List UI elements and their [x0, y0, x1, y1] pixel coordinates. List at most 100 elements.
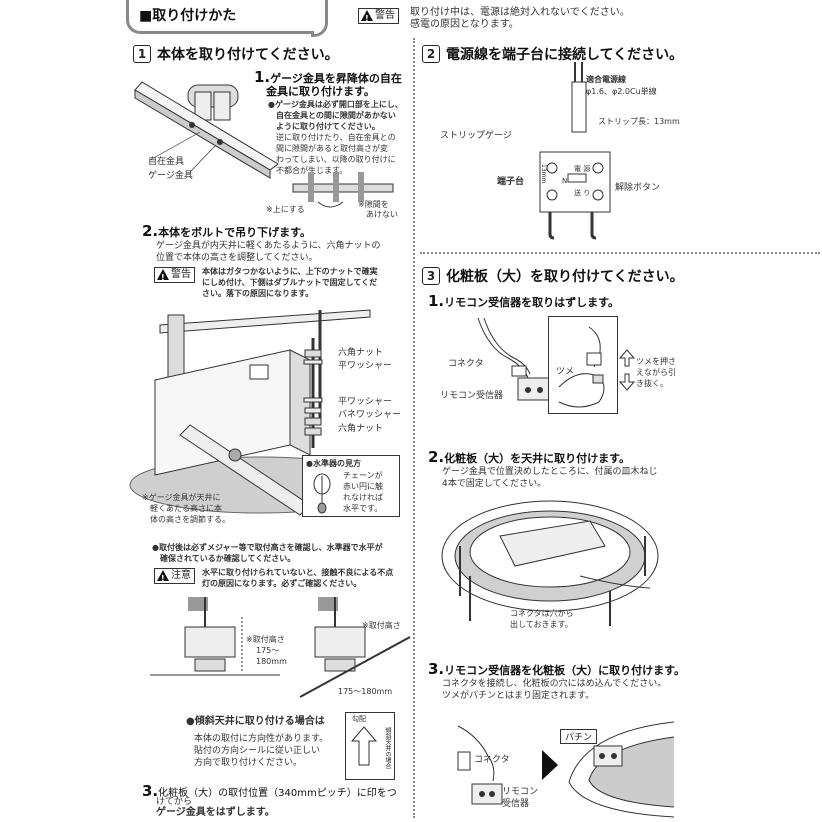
slope-text-1: 本体の取付に方向性があります。	[194, 734, 329, 744]
height-label-a: ※取付高さ	[246, 635, 285, 644]
connector-note-1: コネクタは穴から	[510, 609, 574, 618]
warning-icon	[361, 10, 373, 26]
s1-step2: 2.本体をボルトで吊り下げます。	[142, 222, 312, 240]
sticker-side: 傾斜天井の場合	[384, 727, 391, 769]
level-title: ●水準器の見方	[306, 459, 361, 468]
connector-note-2: 出しておきます。	[510, 620, 573, 629]
slope-title: ●傾斜天井に取り付ける場合は	[186, 716, 325, 727]
s1-warn-1: 本体はガタつかないように、上下のナットで確実	[202, 267, 378, 276]
caution-badge: 注意	[154, 568, 195, 586]
height-label-b: ※取付高さ	[362, 621, 401, 630]
wire-title: 適合電源線	[586, 75, 626, 84]
level-box: ●水準器の見方 チェーンが 赤い円に触 れなければ 水平です。	[302, 455, 400, 517]
section3-number: 3	[422, 267, 440, 285]
header-warning-badge: 警告	[358, 8, 399, 26]
receiver-installed-illustration	[568, 721, 675, 818]
bolt-nut-stack-illustration	[303, 338, 323, 448]
terminal-label: 端子台	[497, 177, 525, 187]
label-jizai: 自在金具	[148, 157, 185, 167]
term-2: N	[562, 177, 568, 185]
page-title: ■取り付けかた	[139, 8, 237, 24]
level-text-3: れなければ	[343, 493, 383, 502]
level-text-2: 赤い円に触	[343, 482, 383, 491]
gauge-note-3: 体の高さを調節する。	[150, 515, 230, 524]
hand-icon	[558, 326, 605, 408]
s1-step3-3: ゲージ金具をはずします。	[156, 807, 275, 818]
s3-step3: 3.リモコン受信器を化粧板（大）に取り付けます。	[428, 660, 686, 678]
s1-note-5: 間に隙間があると取付高さが変	[276, 144, 388, 153]
push-pull-arrows-icon	[618, 349, 636, 391]
warning-icon	[157, 269, 169, 285]
s3-step2-desc-1: ゲージ金具で位置決めしたところに、付属の皿木ねじ	[442, 467, 658, 477]
caution-1: 水平に取り付けられていないと、接触不良による不点	[202, 568, 394, 577]
after-note-1: ●取付後は必ずメジャー等で取付高さを確認し、水準器で水平が	[152, 543, 383, 552]
s1-warning-badge-label: 警告	[171, 269, 191, 280]
s1-step2-desc-1: ゲージ金具が内天井に軽くあたるように、六角ナットの	[156, 241, 381, 251]
gauge-note-1: ※ゲージ金具が天井に	[142, 493, 221, 502]
caution-icon	[157, 570, 169, 586]
height-flat-illustration	[150, 597, 280, 676]
slope-text-2: 貼付の方向シールに従い正しい	[194, 746, 321, 756]
bracket-closeup-illustration	[292, 172, 394, 208]
label-flat-washer-top: 平ワッシャー	[338, 361, 393, 371]
s1-note-3: ように取り付けてください。	[276, 122, 380, 131]
s3-step2-desc-2: 4本で固定してください。	[442, 479, 547, 489]
release-button-label: 解除ボタン	[615, 183, 661, 193]
label-hex-nut: 六角ナット	[338, 424, 384, 434]
column-divider	[413, 38, 415, 818]
section1-title: 本体を取り付けてください。	[157, 47, 339, 63]
s1-step1-b: 金具に取り付けます。	[266, 85, 375, 98]
term-1: 電 源	[574, 165, 591, 173]
receiver2-label-1: リモコン	[502, 787, 539, 797]
label-flat-washer: 平ワッシャー	[338, 397, 393, 407]
cover-plate-illustration	[441, 500, 659, 626]
claw-note-3: き抜く。	[636, 379, 668, 388]
strip-length: ストリップ長：13mm	[598, 117, 680, 126]
height-slope-illustration	[299, 597, 411, 698]
strip-gauge: ストリップゲージ	[440, 131, 512, 141]
term-mm: 13mm	[540, 164, 547, 184]
connector2-label: コネクタ	[474, 755, 510, 765]
s3-step3-desc-2: ツメがパチンとはまり固定されます。	[442, 691, 595, 701]
caution-2: 灯の原因になります。必ずご確認ください。	[202, 579, 362, 588]
s1-warning-badge: 警告	[154, 267, 195, 285]
term-3: 送 り	[574, 189, 591, 197]
after-note-2: 確保されているか確認してください。	[160, 554, 296, 563]
s1-note-2: 自在金具との間に隙間があかない	[276, 111, 396, 120]
label-up: ※上にする	[266, 205, 305, 214]
wire-spec: φ1.6、φ2.0Cu単線	[586, 87, 657, 96]
receiver-remove-illustration	[477, 317, 553, 401]
label-spring-washer: バネワッシャー	[338, 410, 402, 420]
height-value-a1: 175〜	[256, 646, 280, 655]
label-gauge: ゲージ金具	[148, 171, 193, 181]
label-gap-2: あけない	[366, 210, 398, 219]
receiver2-label-2: 受信器	[502, 799, 530, 809]
section1-heading: 1 本体を取り付けてください。	[133, 44, 339, 64]
connector-note-box: コネクタは穴から 出しておきます。	[492, 596, 590, 638]
connector-label: コネクタ	[448, 359, 484, 369]
height-value-b: 175〜180mm	[338, 687, 393, 696]
label-hex-nut-top: 六角ナット	[338, 348, 384, 358]
s1-step2-desc-2: 位置で本体の高さを調整してください。	[156, 253, 318, 263]
section1-number: 1	[133, 45, 151, 63]
header-warning-text-1: 取り付け中は、電源は絶対入れないでください。	[410, 7, 630, 18]
s3-step2: 2.化粧板（大）を天井に取り付けます。	[428, 448, 631, 466]
receiver-attach-illustration	[457, 725, 503, 805]
slope-text-3: 方向で取り付けください。	[194, 758, 303, 768]
section3-heading: 3 化粧板（大）を取り付けてください。	[422, 266, 684, 286]
level-text-4: 水平です。	[343, 504, 383, 513]
label-gap-1: ※隙間を	[358, 200, 389, 209]
direction-sticker: 勾配 傾斜天井の場合	[345, 712, 395, 780]
warning-badge-label: 警告	[375, 10, 395, 21]
sticker-head: 勾配	[352, 715, 366, 723]
s3-step3-desc-1: コネクタを接続し、化粧板の穴にはめ込んでください。	[442, 679, 667, 689]
s1-note-1: ●ゲージ金具は必ず開口部を上にし、	[268, 100, 403, 109]
claw-label: ツメ	[556, 367, 575, 377]
s1-step3: 3.化粧板（大）の取付位置（340mmピッチ）に印をつ	[142, 782, 397, 800]
s1-warn-2: にしめ付け、下側はダブルナットで固定してくだ	[202, 278, 378, 287]
level-icon	[313, 473, 331, 514]
gauge-note-2: 軽くあたる高さに本	[150, 504, 222, 513]
section3-title: 化粧板（大）を取り付けてください。	[446, 269, 684, 285]
s1-step3-2: けてから	[156, 797, 193, 807]
snap-label: パチン	[560, 729, 598, 744]
